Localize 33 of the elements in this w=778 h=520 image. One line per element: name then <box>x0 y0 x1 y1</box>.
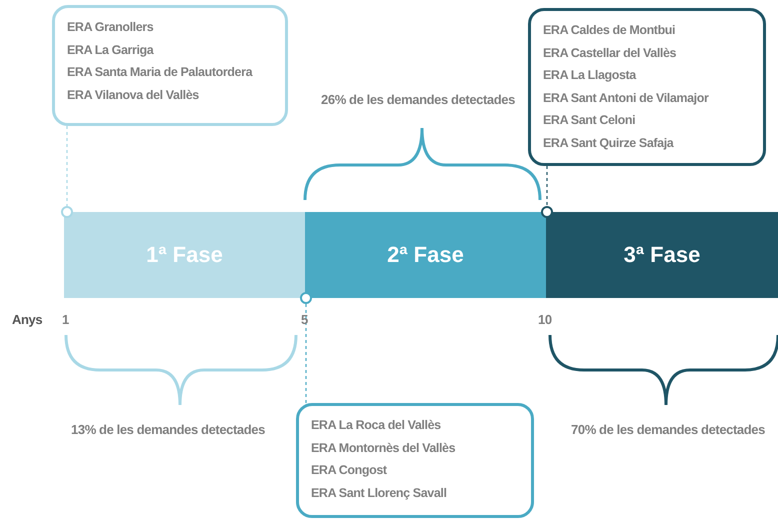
location-name: ERA Santa Maria de Palautordera <box>67 64 254 81</box>
leader-line <box>546 166 548 206</box>
location-name: ERA Caldes de Montbui <box>543 22 676 39</box>
location-name: ERA Sant Llorenç Savall <box>311 484 448 502</box>
callout-box <box>296 403 534 518</box>
location-name: ERA Vilanova del Vallès <box>67 86 200 104</box>
location-name: ERA Granollers <box>67 19 154 36</box>
location-name: ERA La Llagosta <box>543 67 638 84</box>
year-label: 10 <box>538 312 552 327</box>
phase-bar: 2ª Fase <box>305 212 546 298</box>
leader-line <box>66 126 68 206</box>
location-name: ERA Sant Quirze Safaja <box>543 134 675 152</box>
year-label: 1 <box>62 312 69 327</box>
year-label: 5 <box>301 312 308 327</box>
location-name: ERA Sant Celoni <box>543 112 636 129</box>
location-name: ERA Congost <box>311 462 388 479</box>
marker-circle <box>541 206 553 218</box>
leader-line <box>305 304 307 403</box>
phase-bar: 1ª Fase <box>64 212 305 298</box>
location-name: ERA La Garriga <box>67 42 155 59</box>
percentage-label: 13% de les demandes detectades <box>71 422 265 437</box>
percentage-label: 26% de les demandes detectades <box>321 92 515 107</box>
location-name: ERA Montornès del Vallès <box>311 440 456 456</box>
marker-circle <box>300 292 312 304</box>
location-name: ERA Castellar del Vallès <box>543 44 678 62</box>
axis-label: Anys <box>12 312 42 327</box>
phase-bar: 3ª Fase <box>546 212 778 298</box>
marker-circle <box>61 206 73 218</box>
location-name: ERA La Roca del Vallès <box>311 417 442 434</box>
percentage-label: 70% de les demandes detectades <box>571 422 765 437</box>
callout-box <box>52 5 288 126</box>
location-name: ERA Sant Antoni de Vilamajor <box>543 90 710 107</box>
callout-box <box>528 8 766 166</box>
